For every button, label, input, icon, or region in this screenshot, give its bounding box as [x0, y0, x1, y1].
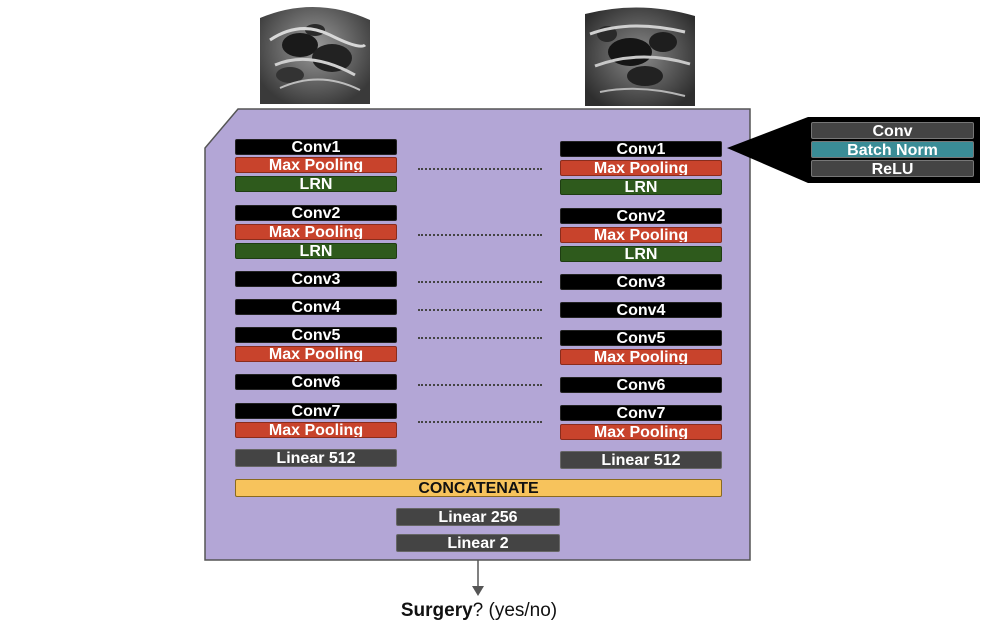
right-max-pooling-7: Max Pooling: [560, 424, 722, 440]
linear-2-layer: Linear 2: [396, 534, 560, 552]
left-ultrasound-image: [260, 0, 370, 104]
left-max-pooling-2: Max Pooling: [235, 224, 397, 240]
right-conv6: Conv6: [560, 377, 722, 393]
connector-dots-3: [418, 281, 542, 283]
connector-dots-7: [418, 421, 542, 423]
left-max-pooling-7: Max Pooling: [235, 422, 397, 438]
right-max-pooling-5: Max Pooling: [560, 349, 722, 365]
left-lrn-1: LRN: [235, 176, 397, 192]
left-conv7: Conv7: [235, 403, 397, 419]
connector-dots-5: [418, 337, 542, 339]
left-max-pooling-5: Max Pooling: [235, 346, 397, 362]
left-conv5: Conv5: [235, 327, 397, 343]
left-conv2: Conv2: [235, 205, 397, 221]
right-lrn-2: LRN: [560, 246, 722, 262]
linear-256-layer: Linear 256: [396, 508, 560, 526]
right-conv4: Conv4: [560, 302, 722, 318]
left-linear-512: Linear 512: [235, 449, 397, 467]
right-linear-512: Linear 512: [560, 451, 722, 469]
right-conv3: Conv3: [560, 274, 722, 290]
right-max-pooling-2: Max Pooling: [560, 227, 722, 243]
right-conv5: Conv5: [560, 330, 722, 346]
callout-batch-norm: Batch Norm: [811, 141, 974, 159]
output-caption: Surgery? (yes/no): [0, 600, 958, 622]
output-label-rest: ? (yes/no): [472, 600, 558, 621]
right-max-pooling-1: Max Pooling: [560, 160, 722, 176]
left-conv1: Conv1: [235, 139, 397, 155]
concatenate-layer: CONCATENATE: [235, 479, 722, 497]
right-lrn-1: LRN: [560, 179, 722, 195]
output-label-bold: Surgery: [400, 600, 473, 621]
callout-conv: Conv: [811, 122, 974, 140]
connector-dots-4: [418, 309, 542, 311]
left-conv6: Conv6: [235, 374, 397, 390]
left-conv4: Conv4: [235, 299, 397, 315]
right-conv7: Conv7: [560, 405, 722, 421]
left-lrn-2: LRN: [235, 243, 397, 259]
connector-dots-6: [418, 384, 542, 386]
connector-dots-1: [418, 168, 542, 170]
left-conv3: Conv3: [235, 271, 397, 287]
right-conv2: Conv2: [560, 208, 722, 224]
right-conv1: Conv1: [560, 141, 722, 157]
connector-dots-2: [418, 234, 542, 236]
right-ultrasound-image: [585, 4, 695, 106]
left-max-pooling-1: Max Pooling: [235, 157, 397, 173]
callout-relu: ReLU: [811, 160, 974, 178]
